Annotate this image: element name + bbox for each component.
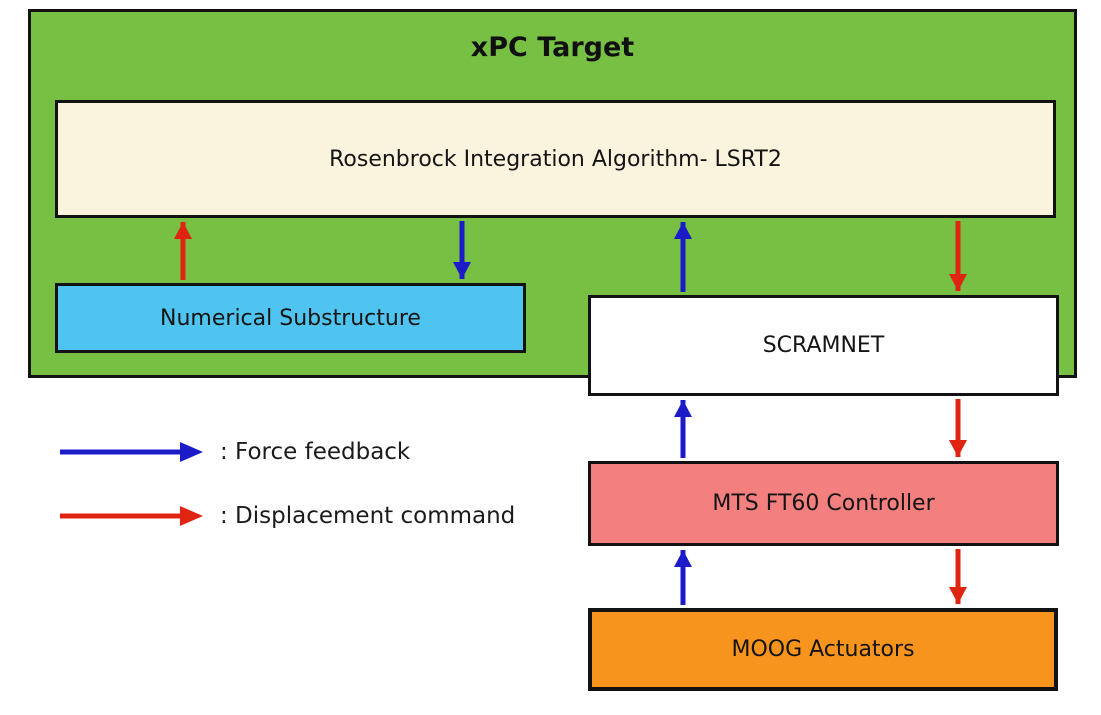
displacement-command-arrow-icon xyxy=(60,506,203,526)
moog-actuators-box: MOOG Actuators xyxy=(588,608,1058,691)
legend-label-displacement-command: : Displacement command xyxy=(220,503,516,529)
legend-item-displacement-command: : Displacement command xyxy=(56,502,515,530)
numerical-substructure-box: Numerical Substructure xyxy=(55,283,526,353)
numerical-substructure-label: Numerical Substructure xyxy=(160,305,421,331)
rosenbrock-label: Rosenbrock Integration Algorithm- LSRT2 xyxy=(329,146,782,172)
xpc-target-title: xPC Target xyxy=(470,32,635,63)
moog-actuators-label: MOOG Actuators xyxy=(731,637,915,662)
xpc-target-box: xPC Target Rosenbrock Integration Algori… xyxy=(28,9,1077,378)
legend-label-force-feedback: : Force feedback xyxy=(220,439,411,465)
legend: : Force feedback : Displacement command xyxy=(56,438,515,566)
legend-item-force-feedback: : Force feedback xyxy=(56,438,515,466)
rosenbrock-box: Rosenbrock Integration Algorithm- LSRT2 xyxy=(55,100,1056,218)
scramnet-box: SCRAMNET xyxy=(588,295,1059,396)
scramnet-label: SCRAMNET xyxy=(762,333,885,358)
force-feedback-arrow-icon xyxy=(60,442,203,462)
mts-ft60-controller-box: MTS FT60 Controller xyxy=(588,461,1059,546)
mts-ft60-controller-label: MTS FT60 Controller xyxy=(712,491,935,516)
